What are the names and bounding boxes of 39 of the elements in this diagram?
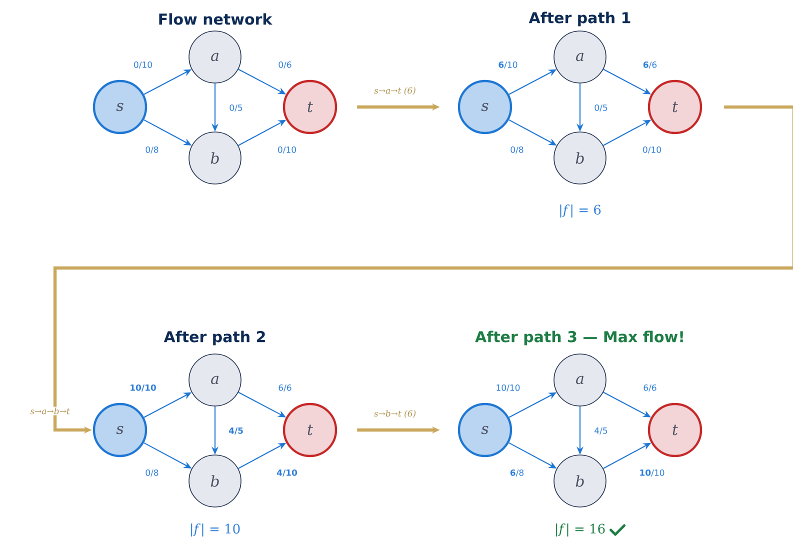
vertex-node: b xyxy=(188,454,242,508)
edge-label: 10/10 xyxy=(130,384,156,392)
sink-node: t xyxy=(282,402,338,458)
vertex-node: a xyxy=(188,354,242,406)
vertex-node: a xyxy=(554,30,606,84)
vertex-node: a xyxy=(188,30,242,84)
edge-label: s→b→t (6) xyxy=(374,410,416,418)
edge-label: 10/10 xyxy=(640,469,664,477)
edge-label: 6/6 xyxy=(644,384,656,392)
edge-label: 4/10 xyxy=(276,469,298,477)
edge-label: 0/10 xyxy=(278,146,296,154)
edge-label: s→a→t (6) xyxy=(374,87,416,95)
edge-label: 6/6 xyxy=(278,384,292,392)
sink-node: t xyxy=(648,80,702,134)
source-node: s xyxy=(458,80,512,134)
edge-label: s→a→b→t xyxy=(30,408,70,414)
source-node: s xyxy=(92,80,148,134)
edge-label: 0/10 xyxy=(643,146,661,154)
edge-label: 6/6 xyxy=(643,61,657,69)
edge-label: 0/10 xyxy=(134,61,152,69)
sink-node: t xyxy=(282,80,338,134)
edge-label: 4/5 xyxy=(594,428,608,434)
edge-label: 4/5 xyxy=(228,428,243,434)
edge-label: 0/5 xyxy=(230,104,242,112)
source-node: s xyxy=(92,402,148,458)
sink-node: t xyxy=(648,402,702,458)
vertex-node: b xyxy=(554,454,606,508)
vertex-node: b xyxy=(188,132,242,184)
edge-label: 0/5 xyxy=(594,104,608,112)
edge-label: 10/10 xyxy=(496,384,520,392)
vertex-node: a xyxy=(554,354,606,406)
edge-label: 6/8 xyxy=(510,469,524,477)
edge-label: 0/8 xyxy=(510,146,524,154)
edge-label: 0/8 xyxy=(146,469,158,477)
edge-label: 6/10 xyxy=(498,61,518,69)
source-node: s xyxy=(458,402,512,458)
vertex-node: b xyxy=(554,132,606,184)
edge-label: 0/6 xyxy=(278,61,292,69)
edge-label: 0/8 xyxy=(146,146,158,154)
